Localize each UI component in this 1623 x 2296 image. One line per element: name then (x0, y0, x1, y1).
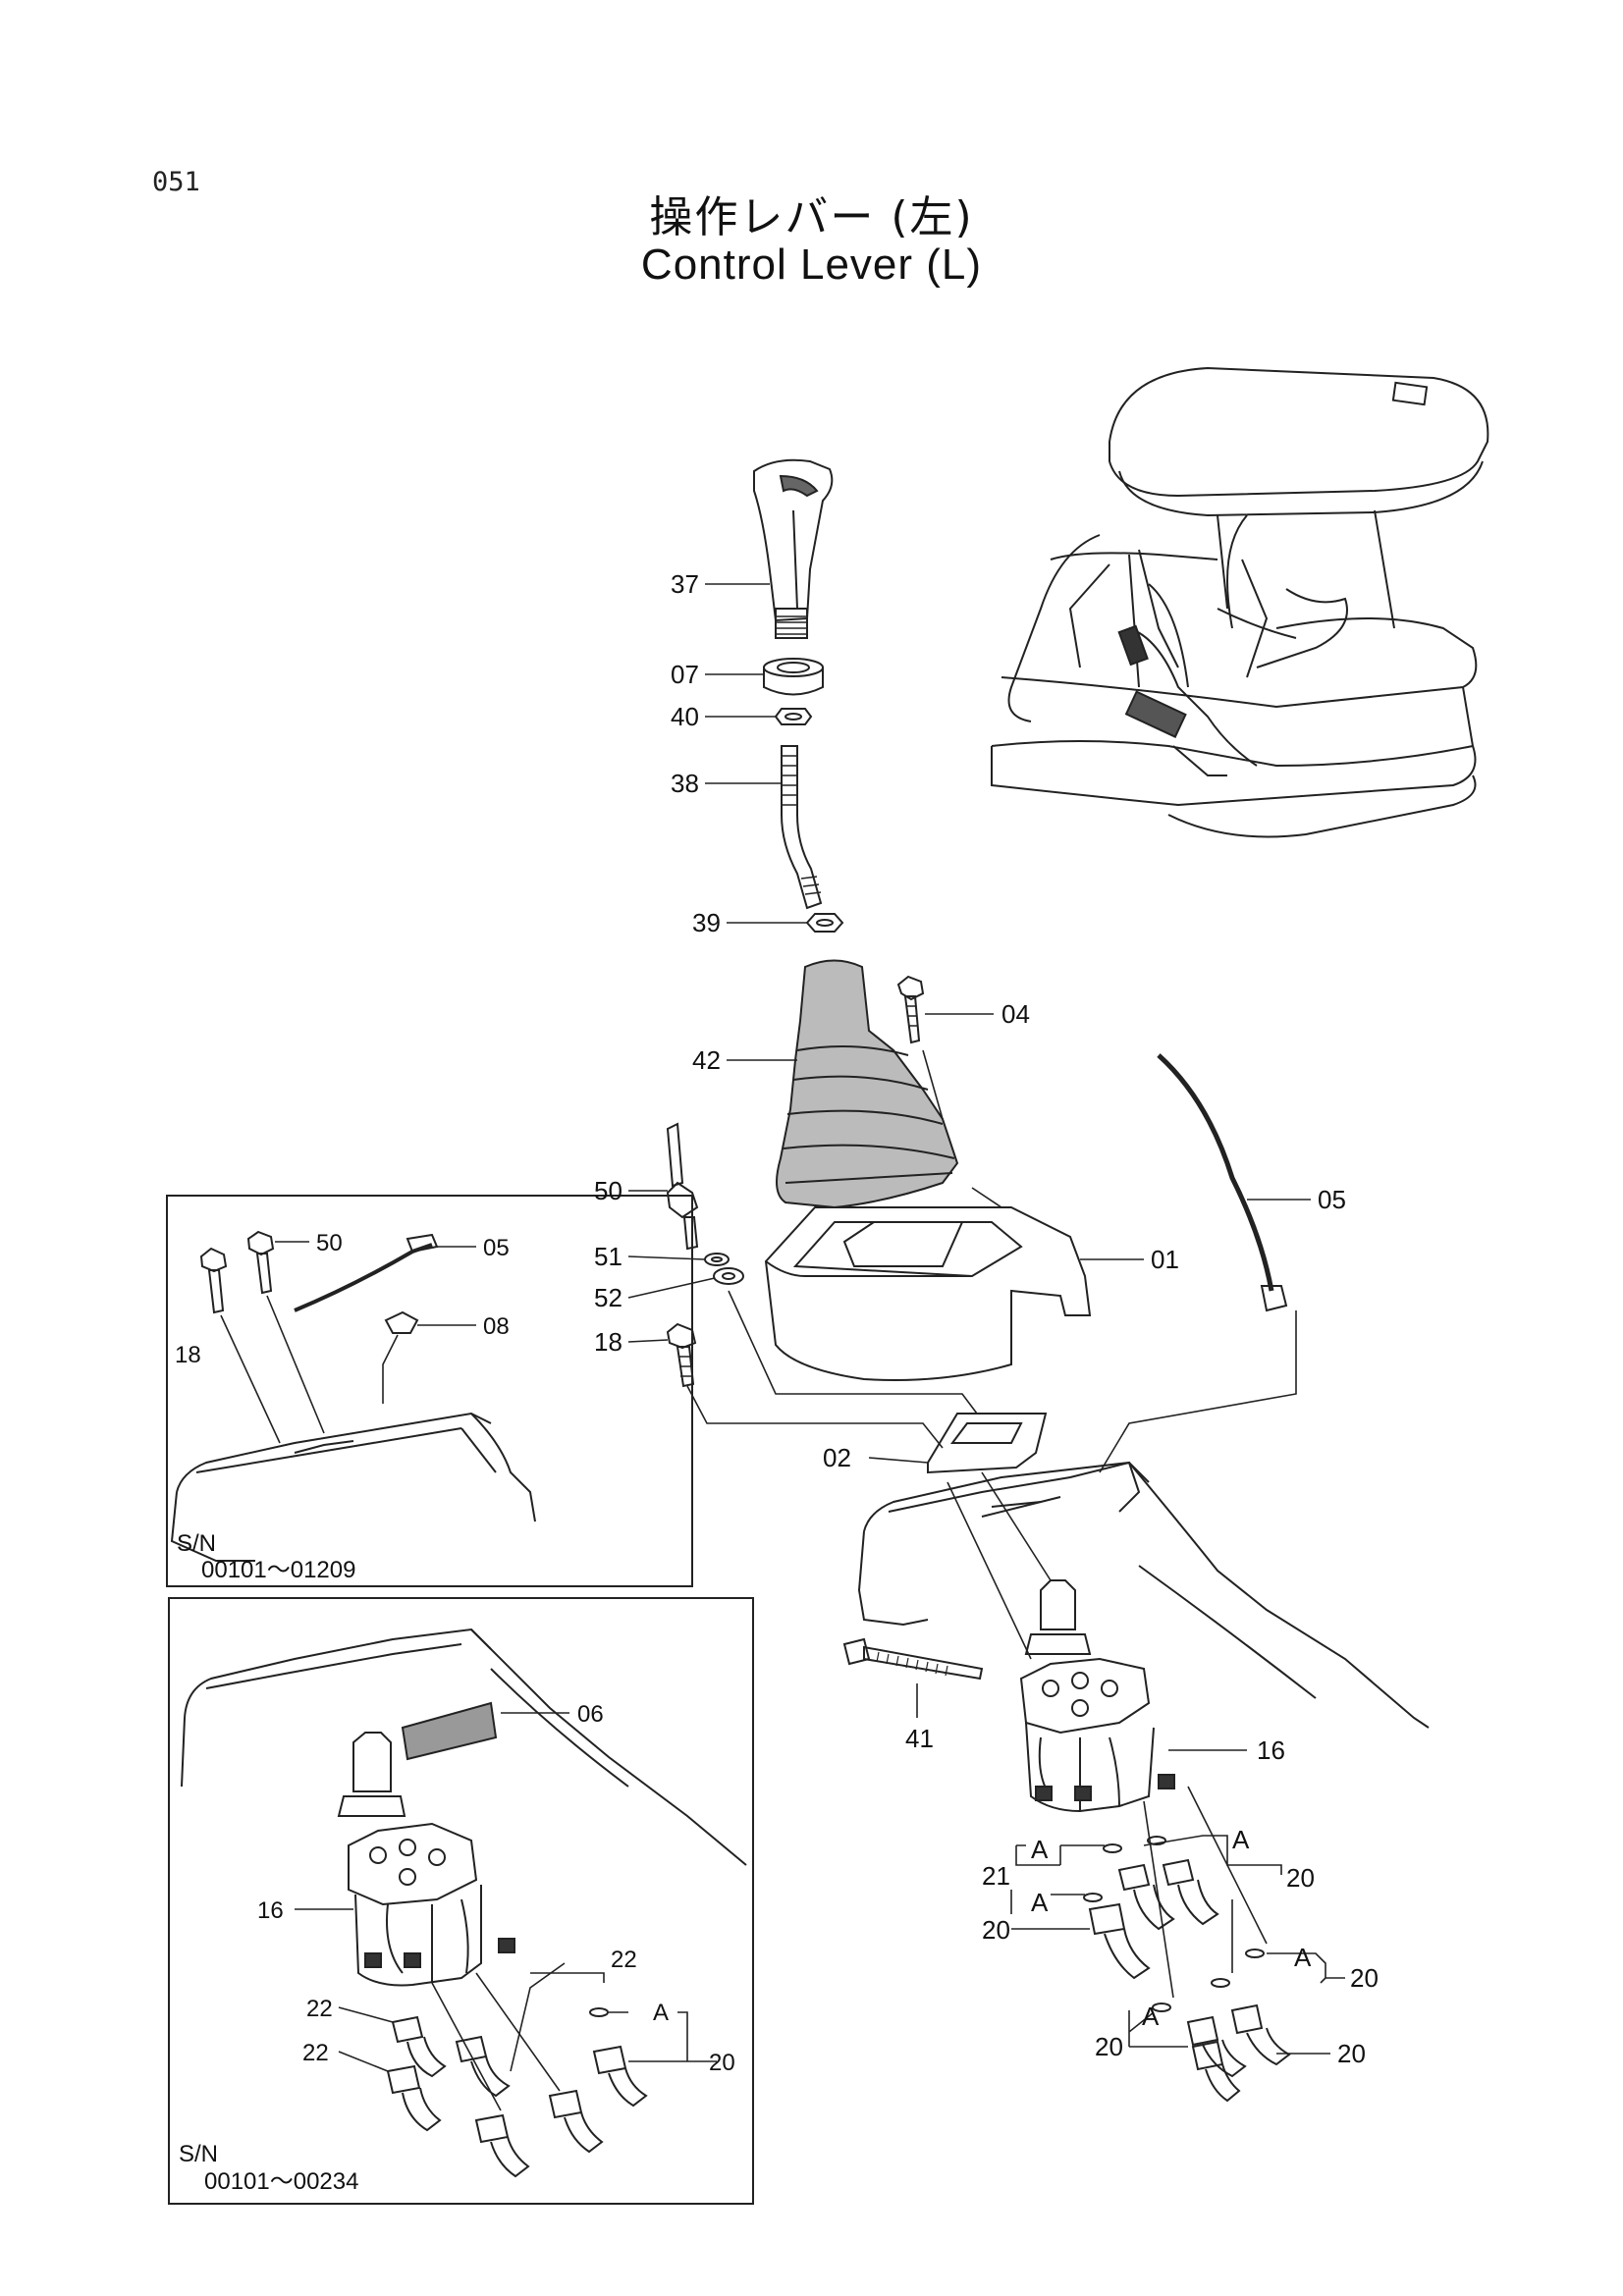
leader-lines (627, 583, 1345, 2055)
part-nut-40 (774, 708, 813, 725)
callout-20d: 20 (1095, 2032, 1123, 2061)
part-plate-02 (927, 1413, 1048, 1474)
cab-overview-illustration (991, 366, 1489, 838)
callout-05: 05 (1318, 1185, 1346, 1214)
callout-52: 52 (594, 1283, 622, 1312)
part-valve-16 (1019, 1579, 1175, 1813)
inset-bottom-callout-22b: 22 (306, 1996, 333, 2022)
callout-01: 01 (1151, 1245, 1179, 1274)
ref-a-2: A (1232, 1825, 1250, 1854)
part-washer-51 (704, 1253, 730, 1266)
inset-top-sn-label: S/N (177, 1530, 216, 1557)
inset-top-callout-50: 50 (316, 1230, 343, 1256)
callout-20a: 20 (1286, 1863, 1315, 1893)
inset-bottom-callout-16: 16 (257, 1897, 284, 1924)
callout-42: 42 (692, 1045, 721, 1075)
inset-bottom-ref-a: A (653, 2000, 669, 2026)
part-cover-01 (764, 1206, 1092, 1381)
callout-04: 04 (1001, 999, 1030, 1029)
part-stud-50 (666, 1122, 699, 1251)
part-rod-38 (781, 745, 823, 910)
console-main (857, 1461, 1430, 1729)
title-english: Control Lever (L) (640, 240, 983, 289)
inset-bottom-box (168, 1597, 754, 2205)
ref-a-4: A (1294, 1943, 1312, 1972)
page-number: 051 (152, 167, 200, 197)
callout-20c: 20 (1350, 1963, 1379, 1993)
callout-40: 40 (671, 702, 699, 731)
callout-41: 41 (905, 1724, 934, 1753)
inset-top-callout-08: 08 (483, 1313, 510, 1340)
part-bolt-18 (666, 1322, 697, 1388)
callout-50: 50 (594, 1176, 622, 1205)
part-tie-41 (842, 1637, 984, 1681)
part-washer-52 (713, 1267, 744, 1285)
part-bolt-04 (896, 975, 925, 1044)
callout-07: 07 (671, 660, 699, 689)
part-fittings-20 (1083, 1836, 1291, 2103)
part-ring-07 (763, 658, 824, 696)
title-japanese: 操作レバー (左) (649, 192, 974, 242)
inset-bottom-sn-label: S/N (179, 2141, 218, 2167)
ref-a-5: A (1142, 2002, 1160, 2031)
part-cable-tie-05 (1157, 1053, 1288, 1312)
inset-bottom-labels: 06 16 22 22 22 A 20 S/N 00101～00234 (179, 1701, 735, 2195)
callout-02: 02 (823, 1443, 851, 1472)
callout-20e: 20 (1337, 2039, 1366, 2068)
callout-18: 18 (594, 1327, 622, 1357)
inset-top-labels: 18 50 05 08 S/N 00101～01209 (175, 1230, 510, 1583)
callout-37: 37 (671, 569, 699, 599)
callout-20b: 20 (982, 1915, 1010, 1945)
part-knob-37 (753, 458, 834, 639)
inset-bottom-callout-22c: 22 (302, 2040, 329, 2066)
callout-38: 38 (671, 769, 699, 798)
inset-top-sn-range: 00101～01209 (201, 1557, 355, 1583)
ref-a-3: A (1031, 1888, 1049, 1917)
part-nut-39 (805, 913, 844, 933)
main-callout-labels: 37 07 40 38 39 04 42 05 50 51 52 01 18 0… (594, 569, 1379, 2068)
callout-21: 21 (982, 1861, 1010, 1891)
inset-bottom-callout-22a: 22 (611, 1947, 637, 1973)
inset-top-callout-05: 05 (483, 1235, 510, 1261)
part-boot-42 (776, 959, 959, 1209)
inset-bottom-sn-range: 00101～00234 (204, 2168, 358, 2195)
callout-51: 51 (594, 1242, 622, 1271)
inset-bottom-callout-06: 06 (577, 1701, 604, 1728)
inset-bottom-callout-20: 20 (709, 2050, 735, 2076)
callout-39: 39 (692, 908, 721, 937)
inset-top-callout-18: 18 (175, 1342, 201, 1368)
ref-a-1: A (1031, 1835, 1049, 1864)
callout-16: 16 (1257, 1735, 1285, 1765)
inset-top-box (166, 1195, 693, 1587)
